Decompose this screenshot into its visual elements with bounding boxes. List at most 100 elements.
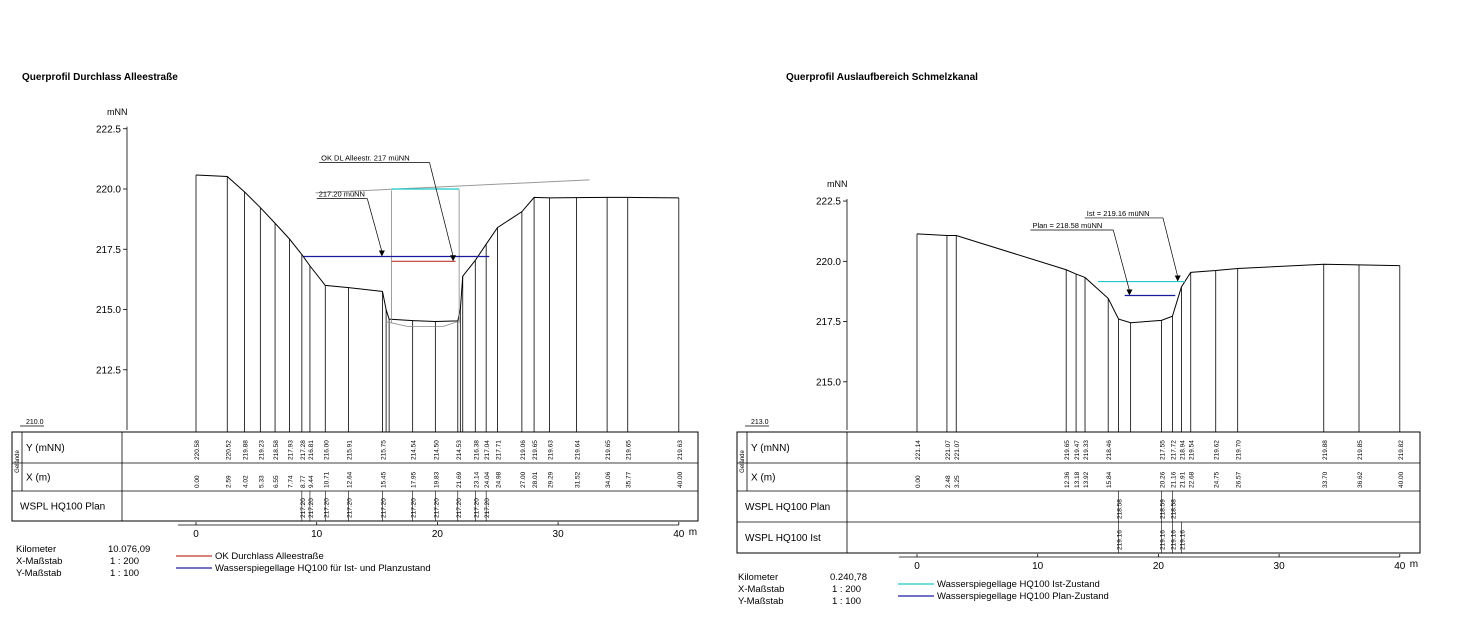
table-row-label: WSPL HQ100 Plan [20, 502, 105, 513]
table-wspl-value: 217.20 [484, 498, 491, 518]
table-x-value: 15.84 [1106, 471, 1113, 488]
table-y-value: 219.88 [1322, 440, 1329, 460]
footer-yscale-value: 1 : 100 [832, 596, 861, 607]
table-row-label: X (m) [751, 473, 775, 484]
footer-yscale-value: 1 : 100 [110, 568, 139, 579]
table-x-value: 33.70 [1322, 471, 1329, 488]
datum-label: 210.0 [26, 419, 44, 426]
table-y-value: 220.58 [194, 440, 201, 460]
table-y-value: 219.23 [258, 440, 265, 460]
table-x-value: 21.69 [456, 471, 463, 488]
legend-label: Wasserspiegellage HQ100 Ist-Zustand [937, 579, 1100, 590]
table-y-value: 221.07 [954, 440, 961, 460]
footer-xscale-label: X-Maßstab [16, 556, 62, 567]
table-wspl-value: 218.58 [1117, 499, 1124, 519]
x-axis-tick-label: 10 [311, 529, 323, 540]
table-x-value: 29.29 [548, 471, 555, 488]
y-axis-tick-label: 220.0 [816, 257, 841, 268]
table-x-value: 40.00 [677, 471, 684, 488]
y-axis-unit-1: mNN [107, 107, 128, 117]
table-x-value: 13.92 [1083, 471, 1090, 488]
table-y-value: 219.65 [626, 440, 633, 460]
table-y-value: 218.46 [1106, 440, 1113, 460]
footer-xscale-value: 1 : 200 [832, 584, 861, 595]
footer-xscale-value: 1 : 200 [110, 556, 139, 567]
profile-2-title: Querprofil Auslaufbereich Schmelzkanal [786, 72, 978, 83]
table-x-value: 27.00 [520, 471, 527, 488]
x-axis-tick-label: 0 [914, 561, 920, 572]
table-y-value: 216.00 [323, 440, 330, 460]
table-y-value: 220.52 [225, 440, 232, 460]
table-y-value: 219.62 [1214, 440, 1221, 460]
table-y-value: 218.94 [1179, 440, 1186, 460]
table-wspl-value: 219.16 [1179, 530, 1186, 550]
table-row-label: WSPL HQ100 Plan [745, 502, 830, 513]
y-axis-tick-label: 215.0 [816, 377, 841, 388]
y-axis-tick-label: 215.0 [96, 305, 121, 316]
annotation-leader [1162, 217, 1179, 277]
table-row-label: X (m) [26, 473, 50, 484]
annotation-label: OK DL Alleestr. 217 müNN [321, 153, 410, 162]
table-y-value: 215.75 [380, 440, 387, 460]
table-x-value: 36.62 [1357, 471, 1364, 488]
annotation-label: Ist = 219.16 müNN [1087, 209, 1150, 218]
culvert-inner-bottom [385, 321, 459, 327]
table-y-value: 219.33 [1083, 440, 1090, 460]
y-axis-unit-2: mNN [827, 179, 848, 189]
legend-label: OK Durchlass Alleestraße [215, 551, 324, 562]
table-wspl-value: 217.20 [300, 498, 307, 518]
table-x-value: 7.74 [287, 475, 294, 488]
table-x-value: 40.00 [1398, 471, 1405, 488]
table-wspl-value: 219.16 [1170, 530, 1177, 550]
table-y-value: 221.14 [915, 440, 922, 460]
table-y-value: 219.82 [1398, 440, 1405, 460]
table-y-value: 214.50 [433, 440, 440, 460]
table-wspl-value: 217.20 [347, 498, 354, 518]
table-wspl-value: 217.20 [323, 498, 330, 518]
table-y-value: 214.53 [456, 440, 463, 460]
y-axis-tick-label: 222.5 [96, 124, 121, 135]
datum-label: 213.0 [751, 419, 769, 426]
table-y-value: 221.07 [945, 440, 952, 460]
water-level-marker-icon [378, 250, 385, 257]
x-axis-tick-label: 20 [432, 529, 444, 540]
table-y-value: 217.72 [1170, 440, 1177, 460]
table-wspl-value: 218.58 [1170, 499, 1177, 519]
footer-yscale-label: Y-Maßstab [738, 596, 784, 607]
y-axis-tick-label: 220.0 [96, 185, 121, 196]
table-y-value: 219.06 [520, 440, 527, 460]
road-surface-line [315, 179, 590, 194]
table-wspl-value: 217.20 [456, 498, 463, 518]
footer-kilometer-value: 0.240,78 [830, 572, 867, 583]
table-y-value: 218.58 [273, 440, 280, 460]
x-axis-tick-label: 0 [193, 529, 199, 540]
table-y-value: 219.47 [1074, 440, 1081, 460]
table-wspl-value: 217.20 [411, 498, 418, 518]
table-y-value: 219.63 [677, 440, 684, 460]
profile-1-title: Querprofil Durchlass Alleestraße [22, 72, 178, 83]
x-axis-tick-label: 30 [553, 529, 565, 540]
annotation-leader [366, 198, 383, 252]
footer-xscale-label: X-Maßstab [738, 584, 784, 595]
data-table [736, 431, 1421, 554]
y-axis-tick-label: 222.5 [816, 197, 841, 208]
table-wspl-value: 218.59 [1160, 499, 1167, 519]
table-x-value: 35.77 [626, 471, 633, 488]
table-y-value: 219.70 [1236, 440, 1243, 460]
y-axis-tick-label: 212.5 [96, 365, 121, 376]
table-x-value: 8.77 [300, 475, 307, 488]
table-y-value: 219.85 [1357, 440, 1364, 460]
table-y-value: 217.71 [496, 440, 503, 460]
table-row-label: Y (mNN) [26, 443, 65, 454]
table-x-value: 2.59 [225, 475, 232, 488]
table-x-value: 0.00 [194, 475, 201, 488]
x-axis-unit: m [689, 527, 697, 538]
table-x-value: 31.52 [574, 471, 581, 488]
water-level-marker-icon [1174, 275, 1181, 282]
table-x-value: 23.14 [473, 471, 480, 488]
table-wspl-value: 217.20 [473, 498, 480, 518]
table-y-value: 217.04 [484, 440, 491, 460]
table-x-value: 15.45 [380, 471, 387, 488]
table-y-value: 219.64 [574, 440, 581, 460]
table-x-value: 3.25 [954, 475, 961, 488]
